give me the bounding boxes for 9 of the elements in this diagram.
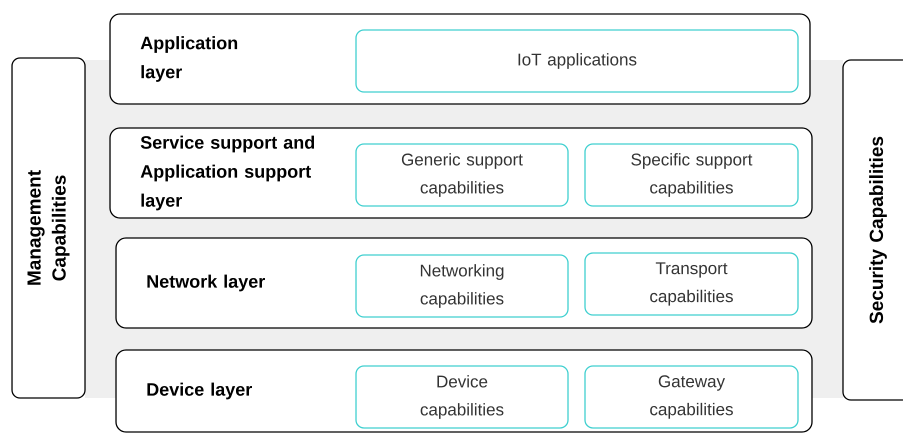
side-panel: Security Capabilities <box>842 59 903 401</box>
side-panel: Management Capabilities <box>11 57 86 399</box>
capability-box: Device capabilities <box>355 365 569 429</box>
capability-box: Gateway capabilities <box>584 365 799 429</box>
capability-box: IoT applications <box>355 29 799 93</box>
capability-box: Transport capabilities <box>584 252 799 316</box>
capability-box: Generic support capabilities <box>355 143 569 207</box>
capability-box: Specific support capabilities <box>584 143 799 207</box>
capability-box: Networking capabilities <box>355 254 569 318</box>
